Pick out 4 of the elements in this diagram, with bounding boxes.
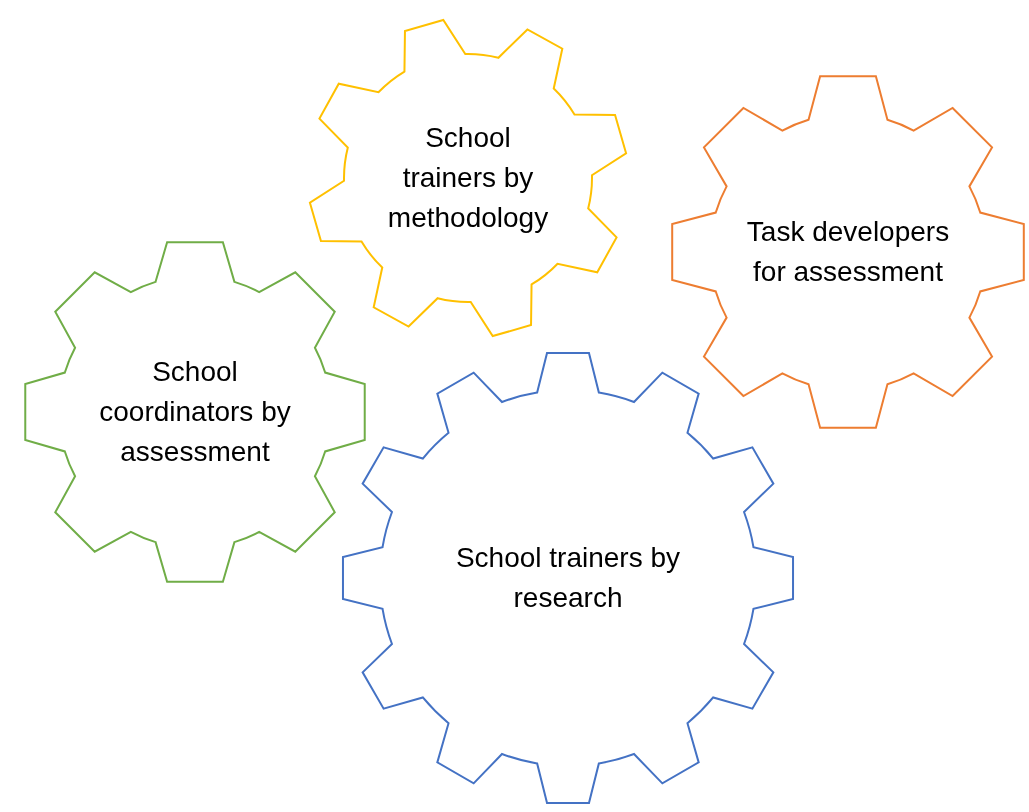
gear-label: Task developers for assessment — [745, 215, 951, 289]
gear-label: School trainers by methodology — [386, 121, 550, 235]
gear-label: School coordinators by assessment — [98, 355, 292, 469]
gear-label: School trainers by research — [454, 541, 682, 615]
